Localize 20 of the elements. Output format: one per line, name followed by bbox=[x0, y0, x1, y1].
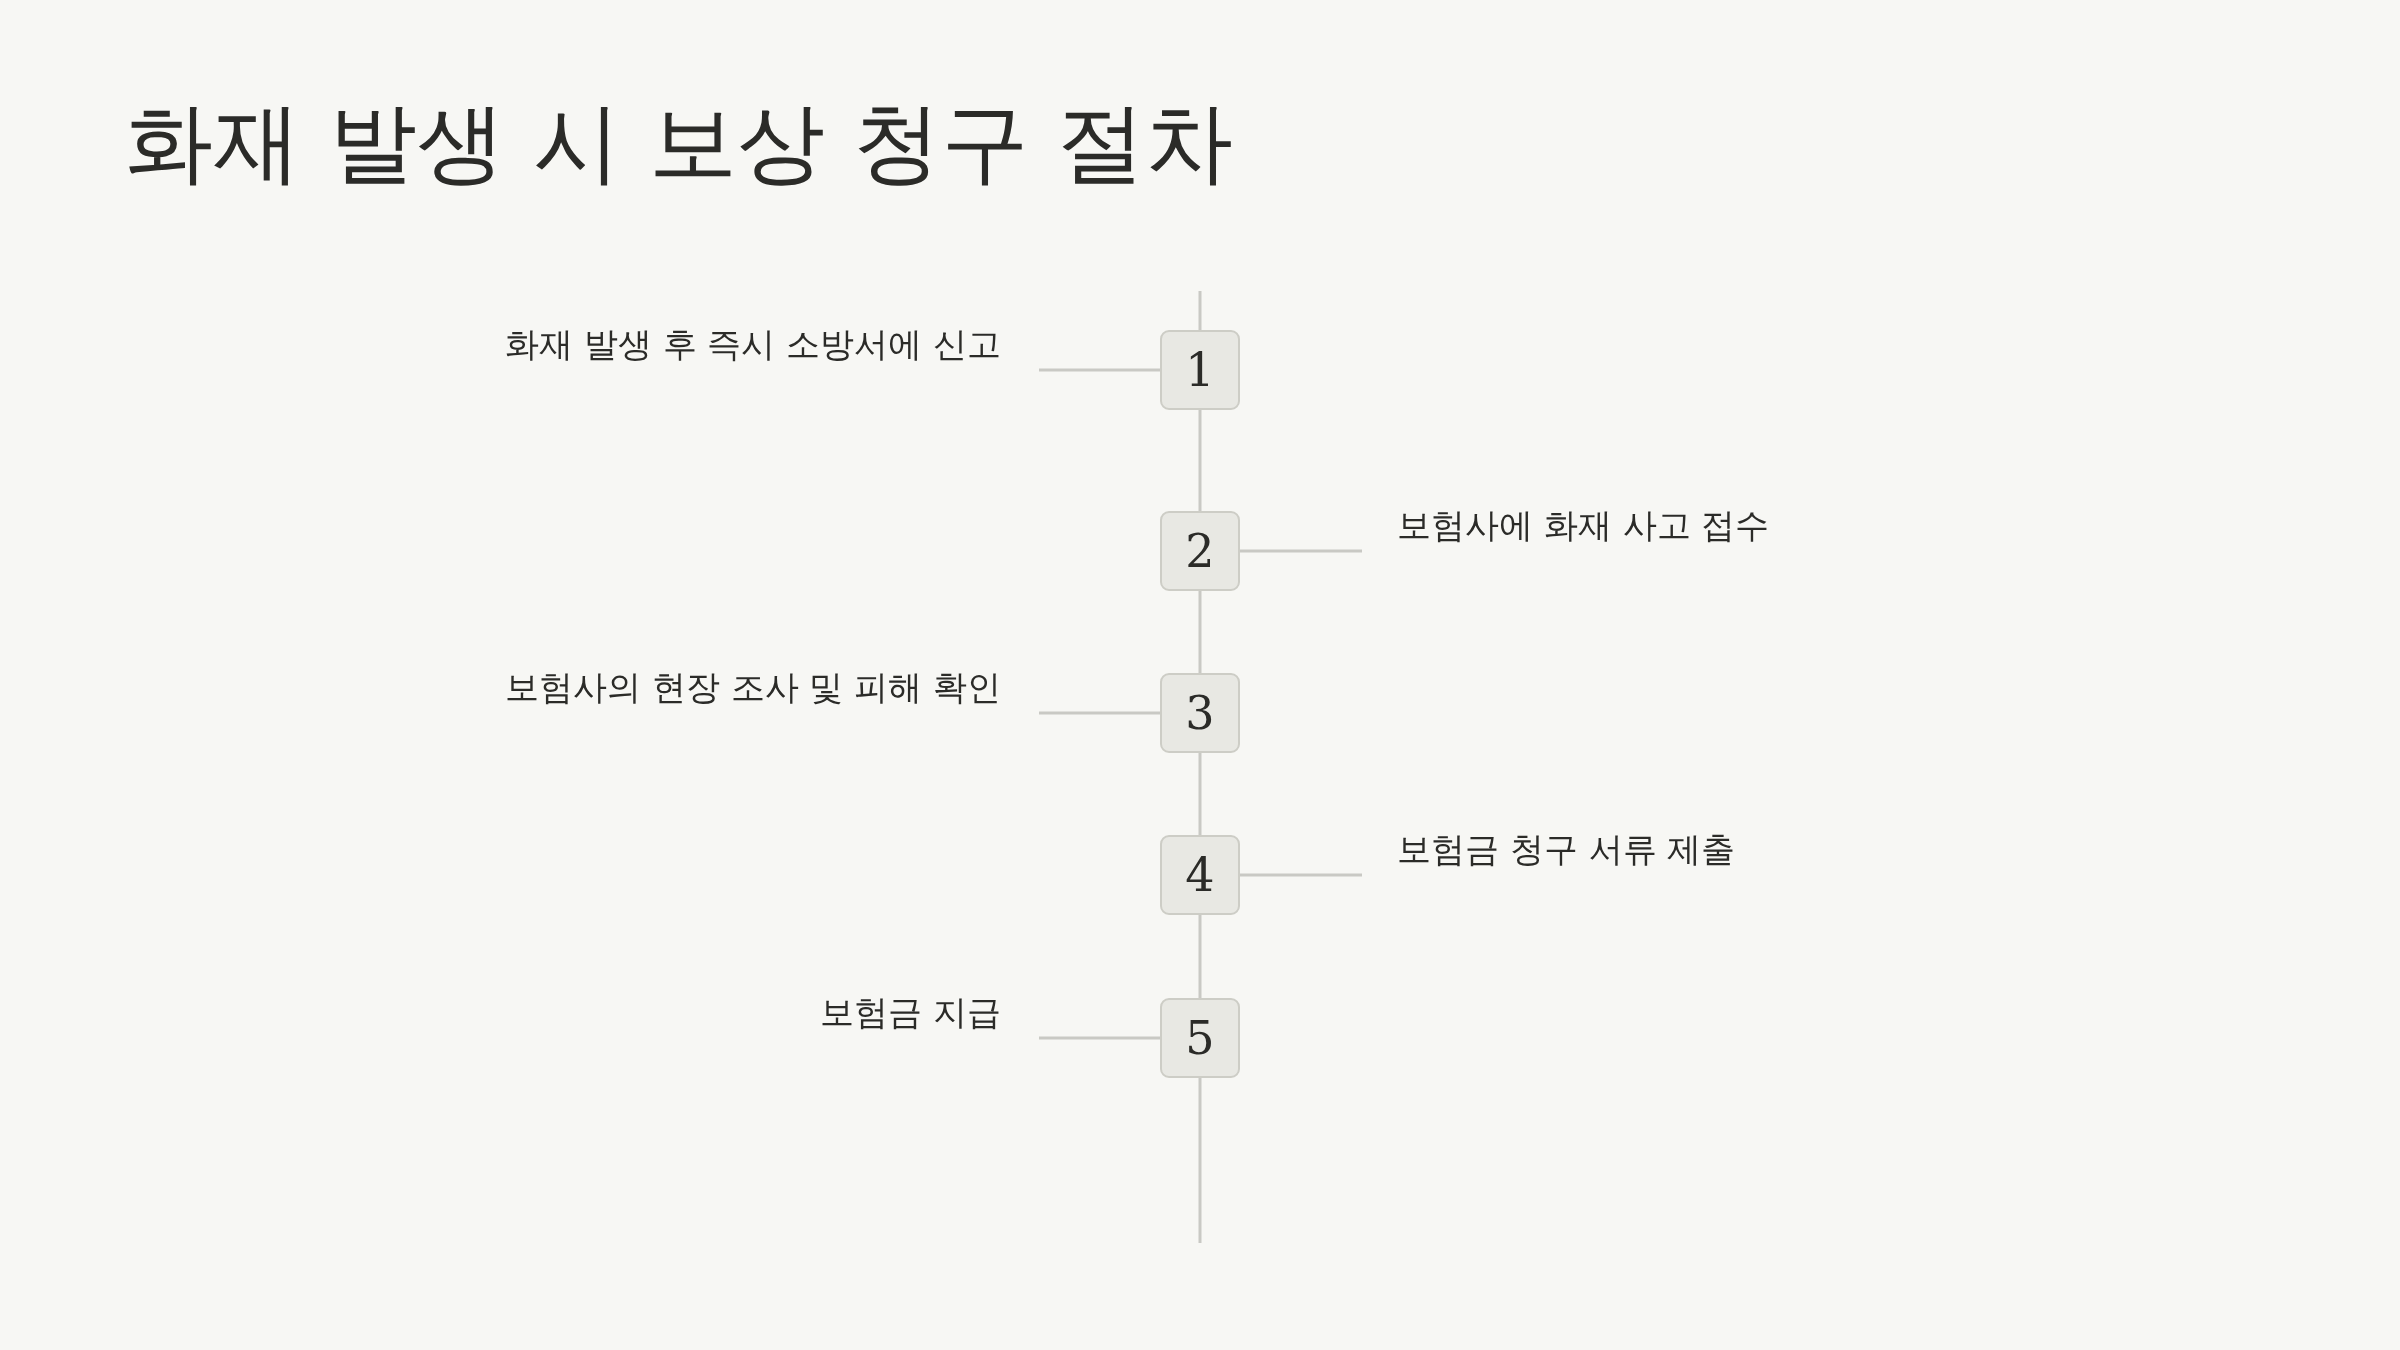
connector-line bbox=[1198, 915, 1202, 998]
connector-line bbox=[1198, 591, 1202, 673]
connector-line bbox=[1039, 1036, 1160, 1040]
step-number-box: 5 bbox=[1160, 998, 1240, 1078]
step-description: 화재 발생 후 즉시 소방서에 신고 bbox=[504, 324, 1001, 364]
step-description: 보험금 지급 bbox=[820, 992, 1001, 1032]
connector-line bbox=[1240, 549, 1362, 553]
step-description: 보험금 청구 서류 제출 bbox=[1397, 829, 1736, 869]
connector-line bbox=[1039, 711, 1160, 715]
connector-line bbox=[1198, 410, 1202, 511]
step-number-box: 1 bbox=[1160, 330, 1240, 410]
title: 화재 발생 시 보상 청구 절차 bbox=[125, 95, 1233, 192]
connector-line bbox=[1039, 368, 1160, 372]
connector-line bbox=[1240, 873, 1362, 877]
step-number-box: 2 bbox=[1160, 511, 1240, 591]
step-number-box: 3 bbox=[1160, 673, 1240, 753]
step-description: 보험사의 현장 조사 및 피해 확인 bbox=[504, 667, 1001, 707]
connector-line bbox=[1198, 753, 1202, 835]
step-description: 보험사에 화재 사고 접수 bbox=[1397, 505, 1770, 545]
step-number-box: 4 bbox=[1160, 835, 1240, 915]
